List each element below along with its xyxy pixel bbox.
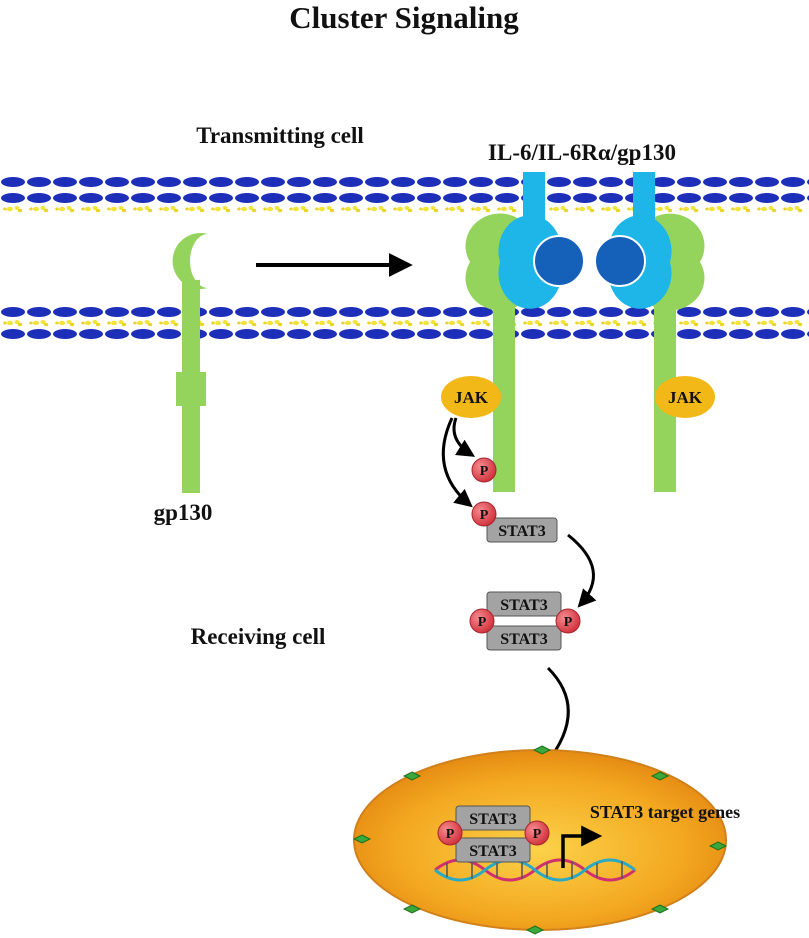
- stat3-dimer-nuclear: STAT3 STAT3 P P: [437, 805, 550, 863]
- stat3-dimer-top-label: STAT3: [500, 597, 547, 614]
- jak-left-label: JAK: [454, 388, 489, 407]
- phosphorylation-arrow-stat3: [441, 417, 473, 508]
- phosphate-receptor: P: [471, 457, 497, 483]
- stat3-dimer: STAT3 STAT3 P P: [469, 591, 581, 651]
- stat3-nuclear-phosphate-right-label: P: [533, 827, 542, 842]
- stat3-dimer-bottom-label: STAT3: [500, 631, 547, 648]
- stat3-monomer-label: STAT3: [498, 523, 545, 540]
- receiving-cell-membrane: [0, 303, 809, 341]
- phosphate-receptor-label: P: [480, 464, 489, 479]
- stat3-monomer: STAT3 P: [471, 501, 558, 543]
- receiving-cell-label: Receiving cell: [191, 624, 326, 649]
- stat3-dimer-phosphate-left-label: P: [478, 615, 487, 630]
- target-genes-label: STAT3 target genes: [590, 802, 740, 822]
- stat3-monomer-phosphate-label: P: [480, 508, 489, 523]
- gp130-label: gp130: [154, 500, 213, 525]
- transmitting-cell-membrane: [0, 176, 809, 214]
- il6-ligand-left: [533, 235, 585, 287]
- gp130-receptor-unbound: [172, 233, 208, 493]
- jak-left: JAK: [441, 376, 501, 418]
- transcription-start-arrow: [561, 825, 603, 868]
- stat3-dimer-phosphate-right-label: P: [564, 615, 573, 630]
- il6r-alpha-left: [498, 172, 560, 309]
- transmitting-cell-label: Transmitting cell: [196, 123, 364, 148]
- dimerization-arrow: [567, 533, 597, 608]
- stat3-nuclear-bottom-label: STAT3: [469, 843, 516, 860]
- stat3-nuclear-top-label: STAT3: [469, 811, 516, 828]
- phosphorylation-arrow-receptor: [452, 417, 476, 457]
- diagram-title: Cluster Signaling: [289, 0, 519, 35]
- jak-right: JAK: [655, 376, 715, 418]
- jak-right-label: JAK: [668, 388, 703, 407]
- il6-ligand-right: [594, 235, 646, 287]
- complex-label: IL-6/IL-6Rα/gp130: [488, 140, 676, 165]
- nuclear-pores: [352, 745, 728, 935]
- stat3-nuclear-phosphate-left-label: P: [446, 827, 455, 842]
